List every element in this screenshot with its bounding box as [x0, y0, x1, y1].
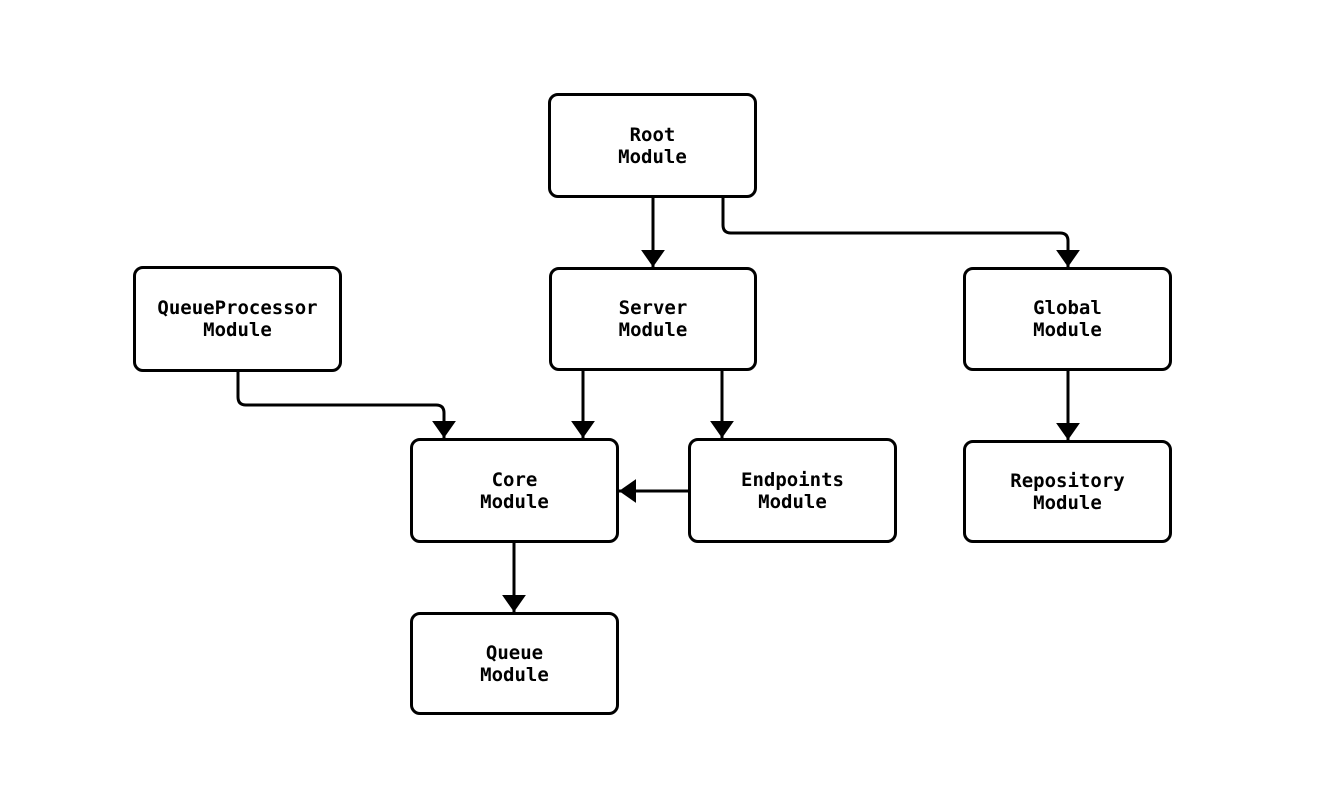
edge-root-to-global — [721, 198, 1080, 267]
node-label-line: Module — [618, 319, 688, 341]
node-label-line: QueueProcessor — [157, 297, 318, 319]
node-label-line: Module — [1033, 491, 1102, 514]
node-label-line: Root — [629, 123, 676, 146]
node-label-line: Module — [480, 663, 549, 686]
node-label-line: Module — [480, 490, 549, 513]
node-label-line: Repository — [1010, 469, 1125, 492]
node-label-line: Server — [618, 297, 688, 319]
edges-group — [236, 198, 1080, 612]
node-label-line: Module — [618, 145, 687, 168]
node-label-line: Module — [758, 490, 827, 513]
node-label-line: Module — [1033, 319, 1102, 341]
node-label-line: Endpoints — [741, 468, 844, 491]
edge-queueprocessor-to-core — [236, 372, 456, 438]
node-label-line: Global — [1033, 297, 1102, 319]
node-label-line: Queue — [485, 641, 544, 664]
node-label-line: Module — [203, 319, 272, 341]
node-label-line: Core — [491, 468, 538, 491]
